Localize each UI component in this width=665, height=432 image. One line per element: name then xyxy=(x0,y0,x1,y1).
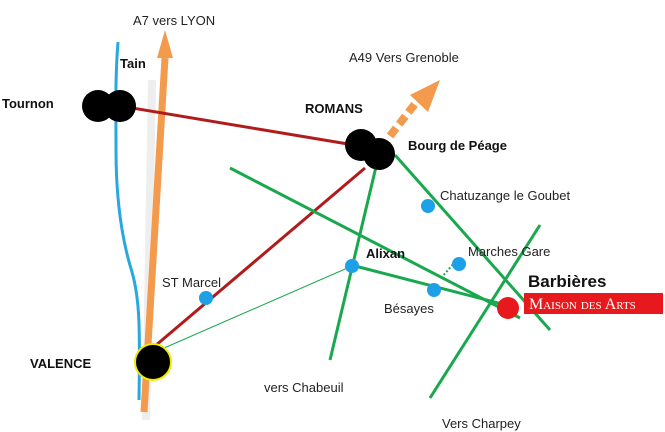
stop-marches-gare xyxy=(452,257,466,271)
stop-besayes xyxy=(427,283,441,297)
town-tournon-marker xyxy=(82,90,114,122)
label-a49: A49 Vers Grenoble xyxy=(349,50,459,65)
town-tain-marker xyxy=(104,90,136,122)
destination-marker xyxy=(497,297,519,319)
stop-alixan xyxy=(345,259,359,273)
stop-st-marcel xyxy=(199,291,213,305)
label-besayes: Bésayes xyxy=(384,301,434,316)
label-chatuzange: Chatuzange le Goubet xyxy=(440,188,570,203)
stop-chatuzange xyxy=(421,199,435,213)
label-st-marcel: ST Marcel xyxy=(162,275,221,290)
label-charpey: Vers Charpey xyxy=(442,416,521,431)
a7-arrow-icon xyxy=(157,30,173,58)
rail-valence-romans xyxy=(154,166,366,348)
maison-badge xyxy=(524,293,663,314)
a49-arrow-icon xyxy=(410,80,440,112)
town-valence-marker xyxy=(134,343,172,381)
label-tournon: Tournon xyxy=(2,96,54,111)
label-a7: A7 vers LYON xyxy=(133,13,215,28)
label-bourg-de-peage: Bourg de Péage xyxy=(408,138,507,153)
label-romans: ROMANS xyxy=(305,101,363,116)
label-chabeuil: vers Chabeuil xyxy=(264,380,344,395)
label-barbieres: Barbières xyxy=(528,272,606,291)
label-marches-gare: Marches Gare xyxy=(468,244,550,259)
label-valence: VALENCE xyxy=(30,356,91,371)
road-charpey xyxy=(428,224,542,399)
road-romans-chabeuil xyxy=(328,149,382,361)
road-valence-alixan xyxy=(154,265,353,353)
road-alixan-barbieres xyxy=(229,166,521,320)
label-tain: Tain xyxy=(120,56,146,71)
rail-tournon-romans xyxy=(107,102,373,150)
town-bourg-marker xyxy=(363,138,395,170)
label-maison-des-arts: Maison des Arts xyxy=(529,296,636,313)
label-alixan: Alixan xyxy=(366,246,405,261)
motorway-a49 xyxy=(386,97,422,139)
